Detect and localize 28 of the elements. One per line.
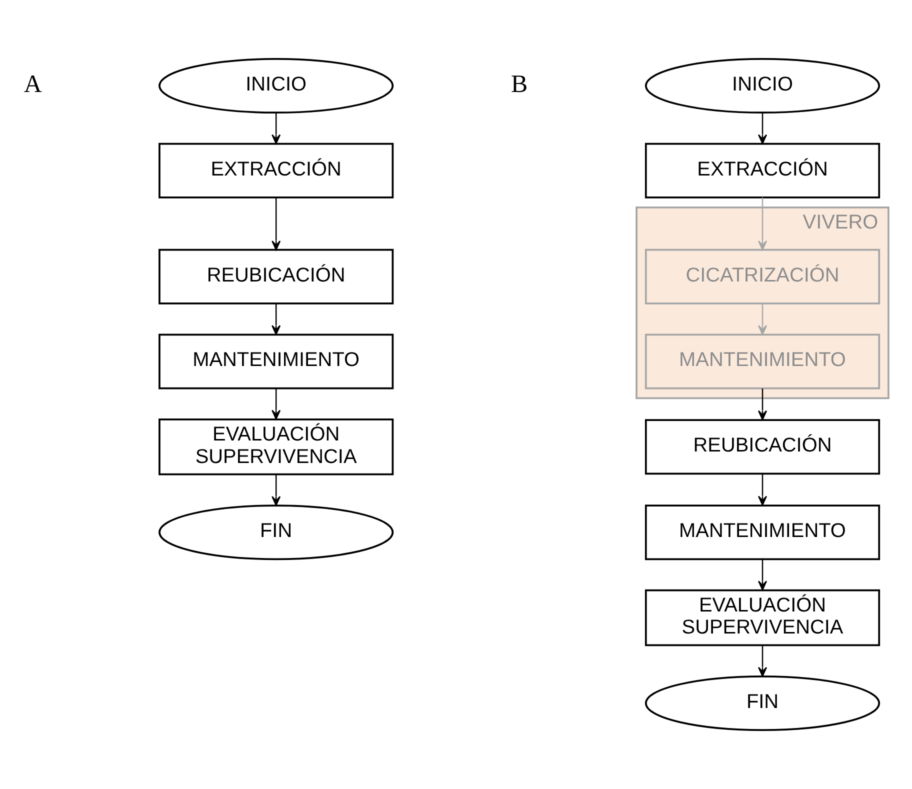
node-box: MANTENIMIENTO xyxy=(158,334,394,390)
arrow xyxy=(272,474,281,506)
arrow xyxy=(758,112,768,144)
node-box: EVALUACIÓN SUPERVIVENCIA xyxy=(644,589,880,646)
arrow xyxy=(758,645,768,677)
node-box: EVALUACIÓN SUPERVIVENCIA xyxy=(158,418,394,476)
label: A xyxy=(24,71,42,98)
arrow xyxy=(758,197,768,250)
node-ellipse: INICIO xyxy=(158,58,394,114)
node-box: EXTRACCIÓN xyxy=(644,142,880,198)
arrow xyxy=(272,388,281,420)
node-ellipse: INICIO xyxy=(644,58,880,114)
arrow xyxy=(272,303,281,335)
arrow xyxy=(758,559,768,590)
arrow xyxy=(758,388,768,420)
label: B xyxy=(510,71,528,98)
node-box: EXTRACCIÓN xyxy=(158,142,394,198)
node-ellipse: FIN xyxy=(644,675,880,731)
node-box: CICATRIZACIÓN xyxy=(644,248,880,304)
node-box: REUBICACIÓN xyxy=(644,419,880,475)
node-box: MANTENIMIENTO xyxy=(644,504,880,560)
arrow xyxy=(272,197,281,250)
node-box: MANTENIMIENTO xyxy=(644,334,880,390)
arrow xyxy=(272,112,281,144)
arrow xyxy=(758,303,768,335)
arrow xyxy=(758,474,768,506)
node-box: REUBICACIÓN xyxy=(158,248,394,304)
node-ellipse: FIN xyxy=(158,504,394,560)
